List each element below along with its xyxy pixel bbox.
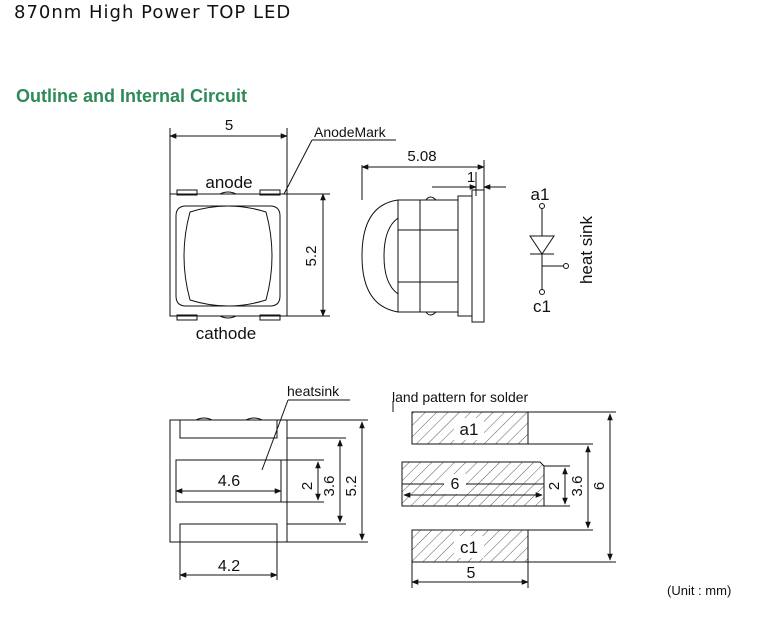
side-depth-label: 5.08 (407, 148, 436, 165)
top-height-label: 5.2 (303, 246, 320, 267)
land-pattern-title: land pattern for solder (392, 389, 529, 405)
land-pad-a-label: a1 (460, 420, 479, 439)
side-lead-label: 1 (467, 169, 475, 186)
heat-sink-label: heat sink (577, 215, 596, 284)
heatsink-label: heatsink (287, 383, 340, 399)
unit-note: (Unit : mm) (667, 583, 732, 598)
land-dim-6: 6 (591, 482, 608, 490)
anode-mark-label: AnodeMark (314, 124, 387, 140)
land-pad-center-label: 6 (451, 476, 460, 493)
heatsink-width-label: 4.6 (218, 473, 240, 490)
top-view (169, 128, 396, 321)
bottom-dim-52: 5.2 (343, 476, 360, 497)
page-title: 870nm High Power TOP LED (14, 2, 292, 23)
circuit-pin-c: c1 (533, 297, 551, 316)
bottom-dim-36: 3.6 (321, 476, 338, 497)
land-pad-c-label: c1 (460, 538, 478, 557)
internal-circuit (529, 203, 569, 295)
circuit-pin-a: a1 (531, 185, 550, 204)
cathode-label: cathode (196, 324, 257, 343)
section-title: Outline and Internal Circuit (16, 86, 248, 106)
top-width-label: 5 (225, 117, 233, 134)
bottom-dim-2: 2 (299, 482, 316, 490)
anode-label: anode (205, 173, 252, 192)
bottom-view (169, 399, 368, 580)
land-dim-36: 3.6 (569, 476, 586, 497)
bottom-pad-width-label: 4.2 (218, 558, 240, 575)
land-width-label: 5 (467, 565, 476, 582)
land-dim-2: 2 (546, 482, 563, 490)
side-view (361, 160, 506, 323)
